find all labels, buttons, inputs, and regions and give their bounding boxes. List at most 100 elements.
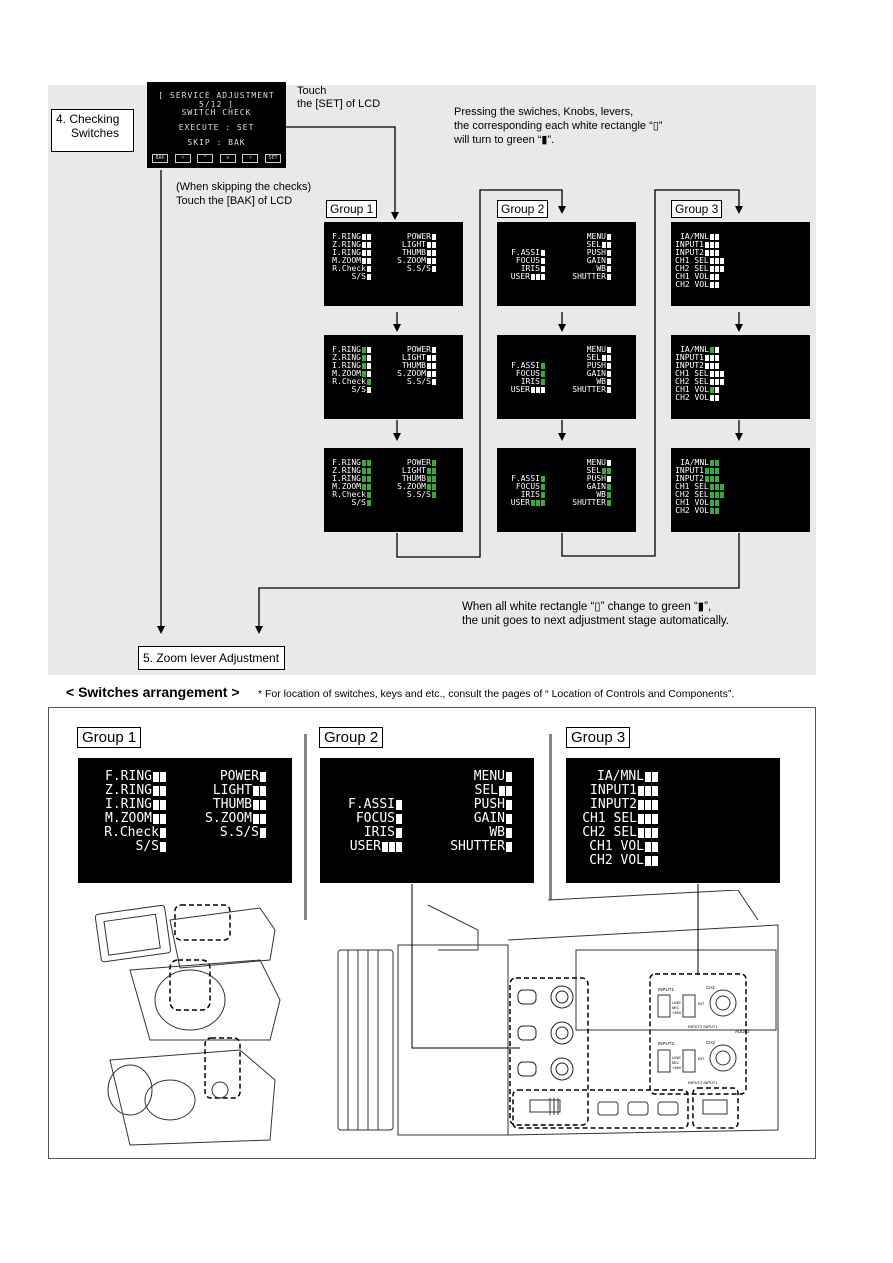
white-rectangle bbox=[709, 370, 714, 377]
green-rectangle bbox=[367, 459, 371, 466]
switch-row: MENU bbox=[557, 232, 611, 242]
white-rectangle bbox=[645, 855, 651, 866]
white-rectangle bbox=[506, 785, 512, 796]
switch-row: F.ASSI bbox=[499, 248, 545, 258]
white-rectangle bbox=[602, 241, 606, 248]
switch-label: USER bbox=[510, 385, 530, 394]
white-rectangle bbox=[607, 257, 611, 264]
white-rectangle bbox=[607, 233, 611, 240]
left-button[interactable]: < bbox=[174, 154, 191, 163]
white-rectangle bbox=[541, 273, 545, 280]
switch-label: S.S/S bbox=[219, 825, 259, 840]
switch-label: S.ZOOM bbox=[397, 369, 426, 378]
green-rectangle bbox=[541, 362, 545, 369]
white-rectangle bbox=[427, 354, 431, 361]
switch-label: Z.RING bbox=[105, 783, 152, 798]
switch-label: IRIS bbox=[363, 825, 395, 840]
white-rectangle bbox=[432, 265, 436, 272]
white-rectangle bbox=[607, 370, 611, 377]
white-rectangle bbox=[160, 827, 166, 838]
switch-label: CH2 VOL bbox=[675, 280, 709, 289]
switch-row: S.S/S bbox=[386, 264, 436, 274]
white-rectangle bbox=[638, 799, 644, 810]
white-rectangle bbox=[714, 265, 719, 272]
green-rectangle bbox=[709, 491, 714, 498]
green-rectangle bbox=[710, 386, 714, 393]
white-rectangle bbox=[607, 459, 611, 466]
white-rectangle bbox=[652, 771, 658, 782]
switch-row: SEL bbox=[557, 466, 611, 476]
switch-row: S.S/S bbox=[386, 377, 436, 387]
switch-row: F.ASSI bbox=[499, 474, 545, 484]
white-rectangle bbox=[715, 346, 719, 353]
white-rectangle bbox=[607, 241, 611, 248]
white-rectangle bbox=[367, 257, 371, 264]
switch-row: CH2 VOL bbox=[574, 854, 658, 868]
white-rectangle bbox=[652, 827, 658, 838]
switch-label: SHUTTER bbox=[572, 498, 606, 507]
switch-row: CH1 VOL bbox=[574, 840, 658, 854]
switch-label: CH1 VOL bbox=[675, 272, 709, 281]
switch-label: SHUTTER bbox=[572, 385, 606, 394]
switch-label: IA/MNL bbox=[680, 458, 709, 467]
white-rectangle bbox=[499, 785, 505, 796]
switch-row: IRIS bbox=[499, 264, 545, 274]
switch-label: IRIS bbox=[520, 264, 540, 273]
switch-label: F.ASSI bbox=[511, 361, 540, 370]
switch-label: CH2 VOL bbox=[675, 393, 709, 402]
group3-label: Group 3 bbox=[671, 200, 723, 218]
switch-row: POWER bbox=[386, 232, 436, 242]
white-rectangle bbox=[645, 799, 651, 810]
switch-row: LIGHT bbox=[386, 353, 436, 363]
switch-row: R.Check bbox=[326, 490, 371, 500]
down-button[interactable]: v bbox=[219, 154, 236, 163]
switch-label: THUMB bbox=[401, 248, 426, 257]
switch-label: CH2 SEL bbox=[582, 825, 637, 840]
white-rectangle bbox=[396, 799, 402, 810]
switch-row: PUSH bbox=[557, 361, 611, 371]
switch-label: THUMB bbox=[212, 797, 252, 812]
bak-button[interactable]: BAK bbox=[152, 154, 168, 163]
white-rectangle bbox=[705, 354, 709, 361]
white-rectangle bbox=[432, 257, 436, 264]
switch-row: F.ASSI bbox=[499, 361, 545, 371]
cam-mic-1: MIC bbox=[672, 1005, 680, 1010]
switch-row: CH2 SEL bbox=[675, 264, 724, 274]
switch-label: CH2 SEL bbox=[675, 264, 709, 273]
white-rectangle bbox=[427, 257, 431, 264]
set-button[interactable]: SET bbox=[264, 154, 281, 163]
white-rectangle bbox=[153, 771, 159, 782]
white-rectangle bbox=[396, 827, 402, 838]
white-rectangle bbox=[506, 771, 512, 782]
switch-label: CH1 SEL bbox=[675, 369, 709, 378]
switch-row: IRIS bbox=[499, 377, 545, 387]
white-rectangle bbox=[432, 354, 436, 361]
cam-int-2: INT bbox=[698, 1056, 705, 1061]
switch-row: THUMB bbox=[386, 474, 436, 484]
white-rectangle bbox=[709, 378, 714, 385]
switch-label: IRIS bbox=[520, 377, 540, 386]
switch-row: INPUT1 bbox=[675, 240, 719, 250]
switch-row: Z.RING bbox=[326, 466, 371, 476]
white-rectangle bbox=[607, 273, 611, 280]
switch-row: I.RING bbox=[326, 248, 371, 258]
right-button[interactable]: > bbox=[242, 154, 259, 163]
switch-row: CH1 SEL bbox=[675, 369, 724, 379]
white-rectangle bbox=[160, 785, 166, 796]
green-rectangle bbox=[709, 483, 714, 490]
switch-label: INPUT2 bbox=[675, 474, 704, 483]
green-rectangle bbox=[715, 507, 719, 514]
green-rectangle bbox=[367, 378, 371, 385]
green-rectangle bbox=[607, 467, 611, 474]
switch-label: IA/MNL bbox=[680, 232, 709, 241]
up-button[interactable]: ^ bbox=[197, 154, 214, 163]
switch-row: R.Check bbox=[326, 377, 371, 387]
switch-label: INPUT1 bbox=[675, 353, 704, 362]
green-rectangle bbox=[362, 459, 366, 466]
switch-row: FOCUS bbox=[499, 482, 545, 492]
switch-label: S/S bbox=[351, 498, 366, 507]
switch-row: CH1 VOL bbox=[675, 498, 719, 508]
switch-row: SEL bbox=[420, 784, 512, 798]
white-rectangle bbox=[719, 370, 724, 377]
